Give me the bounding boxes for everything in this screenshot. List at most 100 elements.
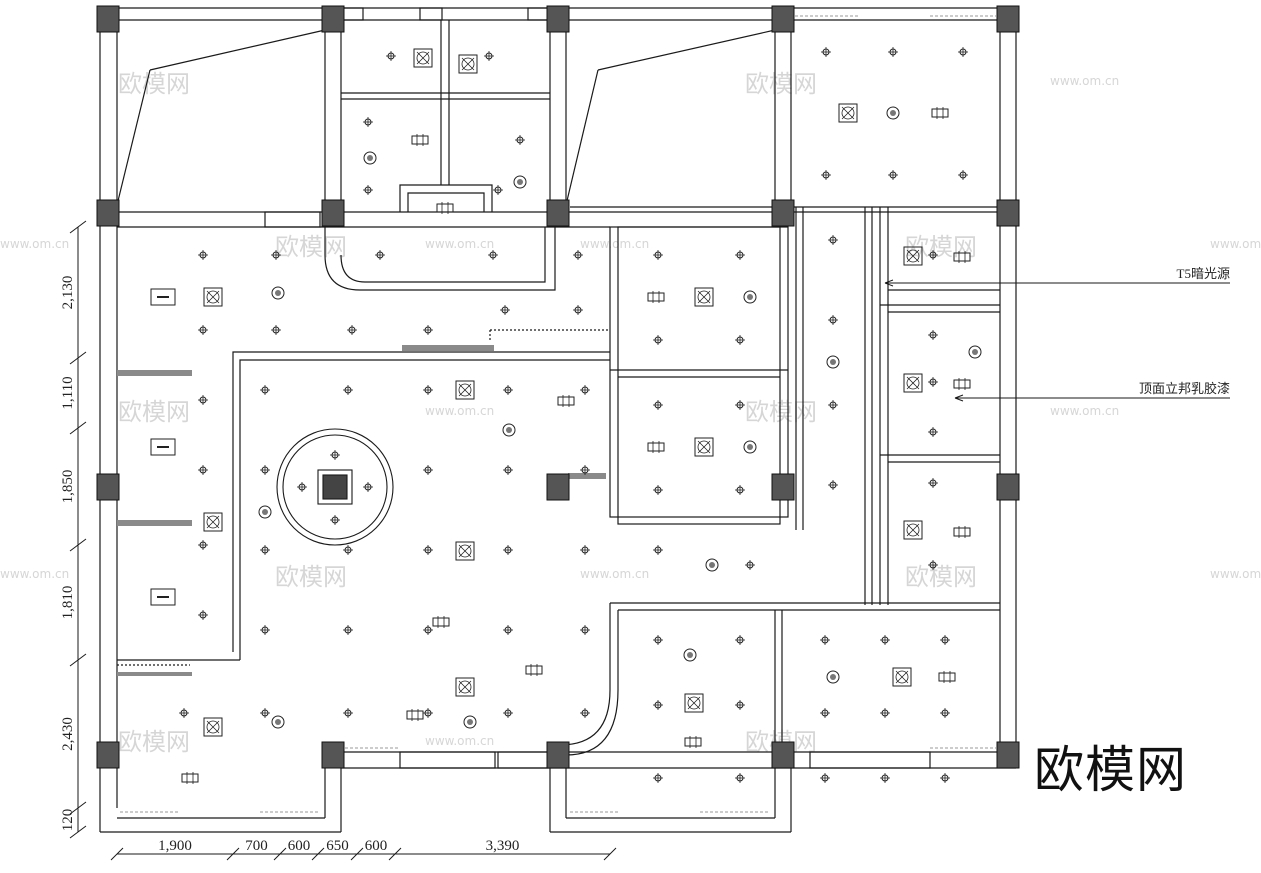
downlight-icon bbox=[580, 545, 590, 555]
column bbox=[996, 741, 1020, 769]
exhaust-fan-icon bbox=[413, 48, 433, 68]
watermark-url: www.om.cn bbox=[425, 734, 494, 748]
spotlight-icon bbox=[743, 290, 757, 304]
downlight-icon bbox=[423, 325, 433, 335]
exhaust-fan-icon bbox=[203, 287, 223, 307]
downlight-icon bbox=[343, 545, 353, 555]
hatched-bars bbox=[117, 345, 606, 676]
column bbox=[546, 473, 570, 501]
downlight-icon bbox=[500, 305, 510, 315]
watermark-url: www.om.cn bbox=[0, 567, 69, 581]
grille-lamp-icon bbox=[684, 736, 702, 748]
exhaust-fan-icon bbox=[455, 677, 475, 697]
column bbox=[771, 199, 795, 227]
spotlight-icon bbox=[743, 440, 757, 454]
downlight-icon bbox=[503, 545, 513, 555]
dimension-label-vertical: 2,130 bbox=[60, 276, 76, 310]
watermark-url: www.om.cn bbox=[580, 567, 649, 581]
downlight-icon bbox=[928, 250, 938, 260]
grille-lamp-icon bbox=[181, 772, 199, 784]
downlight-icon bbox=[958, 47, 968, 57]
dimension-tick bbox=[273, 847, 287, 861]
downlight-icon bbox=[375, 250, 385, 260]
downlight-icon bbox=[179, 708, 189, 718]
column bbox=[321, 5, 345, 33]
spotlight-icon bbox=[271, 715, 285, 729]
exhaust-fan-icon bbox=[694, 437, 714, 457]
downlight-icon bbox=[653, 335, 663, 345]
downlight-icon bbox=[880, 635, 890, 645]
watermark-logo: 欧模网 bbox=[118, 398, 190, 426]
watermark-logo: 欧模网 bbox=[905, 563, 977, 591]
downlight-icon bbox=[653, 545, 663, 555]
exhaust-fan-icon bbox=[903, 520, 923, 540]
panel-lamp-icon bbox=[150, 288, 176, 306]
dimension-label-horizontal: 600 bbox=[365, 838, 388, 854]
dimension-label-vertical: 120 bbox=[60, 809, 76, 832]
dimension-label-horizontal: 600 bbox=[288, 838, 311, 854]
dimension-tick bbox=[69, 801, 87, 815]
downlight-icon bbox=[735, 700, 745, 710]
exhaust-fan-icon bbox=[694, 287, 714, 307]
exhaust-fan-icon bbox=[203, 512, 223, 532]
watermark-logo: 欧模网 bbox=[118, 728, 190, 756]
exhaust-fan-icon bbox=[903, 246, 923, 266]
downlight-icon bbox=[653, 635, 663, 645]
downlight-icon bbox=[330, 515, 340, 525]
column bbox=[771, 741, 795, 769]
grille-lamp-icon bbox=[411, 134, 429, 146]
downlight-icon bbox=[493, 185, 503, 195]
grille-lamp-icon bbox=[406, 709, 424, 721]
spotlight-icon bbox=[363, 151, 377, 165]
downlight-icon bbox=[958, 170, 968, 180]
downlight-icon bbox=[198, 465, 208, 475]
dimension-tick bbox=[69, 220, 87, 234]
dimension-tick bbox=[226, 847, 240, 861]
downlight-icon bbox=[423, 385, 433, 395]
column bbox=[96, 5, 120, 33]
downlight-icon bbox=[580, 465, 590, 475]
column bbox=[321, 741, 345, 769]
window-sill-details bbox=[120, 15, 996, 813]
column bbox=[546, 199, 570, 227]
downlight-icon bbox=[828, 315, 838, 325]
downlight-icon bbox=[198, 325, 208, 335]
column bbox=[96, 473, 120, 501]
downlight-icon bbox=[198, 610, 208, 620]
downlight-icon bbox=[423, 465, 433, 475]
column bbox=[96, 741, 120, 769]
column bbox=[771, 5, 795, 33]
dimension-label-vertical: 1,850 bbox=[60, 470, 76, 504]
downlight-icon bbox=[745, 560, 755, 570]
dimension-lines bbox=[77, 227, 610, 855]
grille-lamp-icon bbox=[432, 616, 450, 628]
watermark-logo: 欧模网 bbox=[118, 70, 190, 98]
downlight-icon bbox=[503, 465, 513, 475]
downlight-icon bbox=[653, 700, 663, 710]
exhaust-fan-icon bbox=[203, 717, 223, 737]
dimension-tick bbox=[69, 421, 87, 435]
grille-lamp-icon bbox=[557, 395, 575, 407]
downlight-icon bbox=[363, 185, 373, 195]
watermark-logo: 欧模网 bbox=[745, 70, 817, 98]
downlight-icon bbox=[735, 335, 745, 345]
downlight-icon bbox=[503, 625, 513, 635]
downlight-icon bbox=[820, 773, 830, 783]
downlight-icon bbox=[940, 635, 950, 645]
downlight-icon bbox=[573, 305, 583, 315]
downlight-icon bbox=[880, 708, 890, 718]
downlight-icon bbox=[653, 773, 663, 783]
dimension-label-vertical: 1,810 bbox=[60, 586, 76, 620]
downlight-icon bbox=[580, 708, 590, 718]
annotation-t5-light: T5暗光源 bbox=[1177, 266, 1230, 281]
grille-lamp-icon bbox=[647, 441, 665, 453]
downlight-icon bbox=[260, 545, 270, 555]
watermark-logo: 欧模网 bbox=[275, 233, 347, 261]
downlight-icon bbox=[330, 450, 340, 460]
downlight-icon bbox=[198, 250, 208, 260]
downlight-icon bbox=[423, 545, 433, 555]
exhaust-fan-icon bbox=[838, 103, 858, 123]
dimension-ticks bbox=[69, 220, 617, 861]
column bbox=[546, 5, 570, 33]
